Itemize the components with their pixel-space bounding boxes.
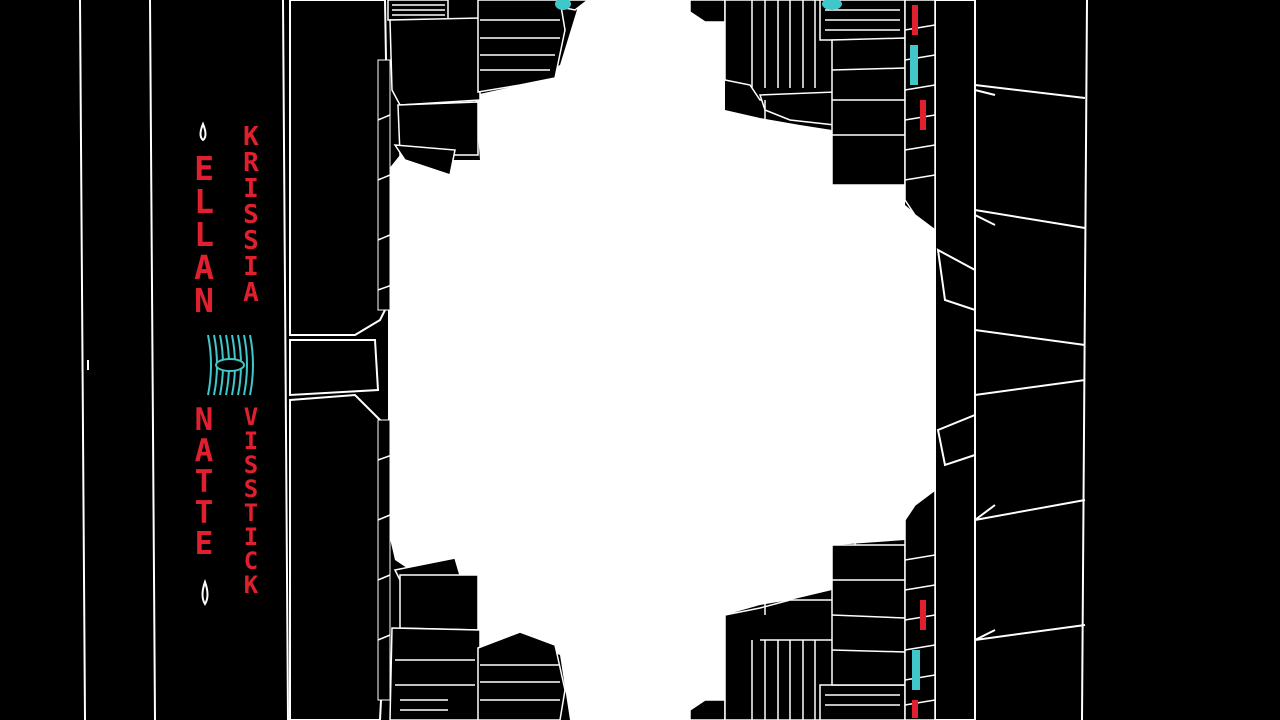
sign-letter: S (243, 226, 259, 256)
sign-letter: E (194, 149, 214, 188)
sign-letter: V (243, 403, 259, 431)
sign-letter: C (243, 547, 259, 575)
sign-letter: I (243, 523, 259, 551)
sign-letter: T (243, 499, 259, 527)
left-building (0, 0, 392, 720)
right-neon-accents (555, 0, 926, 718)
sign-letter: S (243, 200, 259, 230)
sign-letter: S (243, 451, 259, 479)
sign-letter: L (194, 182, 214, 221)
sign-letter: K (243, 571, 259, 599)
sign-letter: A (194, 433, 214, 469)
right-upper-structures (689, 0, 936, 232)
sign-letter: A (194, 248, 214, 287)
sign-letter: R (243, 148, 259, 178)
right-building (934, 0, 1280, 720)
sign-letter: E (194, 526, 214, 562)
droplet-icon-top (199, 121, 207, 142)
sign-letter: I (243, 174, 259, 204)
droplet-icon-bottom (201, 579, 209, 606)
left-upper-structures (377, 0, 590, 311)
left-lower-structures (377, 419, 566, 720)
sign-letter: A (243, 278, 259, 308)
sign-letter: S (243, 475, 259, 503)
sign-letter: N (194, 402, 214, 438)
sign-letter: K (243, 122, 259, 152)
sign-letter: N (194, 281, 214, 320)
sky-opening (388, 0, 935, 720)
sign-letter: T (194, 495, 214, 531)
sign-letter: L (194, 215, 214, 254)
sign-letter: T (194, 464, 214, 500)
sign-letter: I (243, 252, 259, 282)
sign-letter: I (243, 427, 259, 455)
sign-emblem (207, 334, 254, 396)
